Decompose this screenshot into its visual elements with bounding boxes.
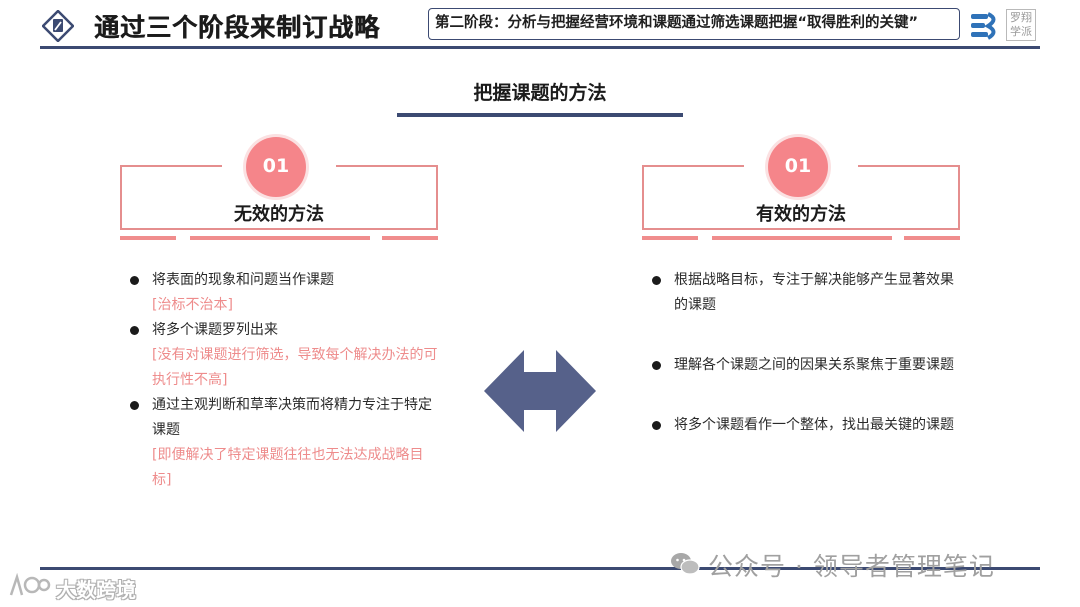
list-item: 将多个课题看作一个整体，找出最关键的课题 <box>650 413 960 438</box>
effective-method-list: 根据战略目标，专注于解决能够产生显著效果的课题 理解各个课题之间的因果关系聚焦于… <box>650 268 960 473</box>
bullet-icon <box>652 361 661 370</box>
list-item: 将多个课题罗列出来 [没有对课题进行筛选，导致每个解决办法的可执行性不高] <box>128 318 438 393</box>
list-item: 通过主观判断和草率决策而将精力专注于特定课题 [即便解决了特定课题往往也无法达成… <box>128 393 438 493</box>
brand-corner-logo-icon <box>9 573 51 596</box>
brand-logo-icon <box>971 12 996 40</box>
number-badge: 01 <box>246 137 306 197</box>
panel-title: 有效的方法 <box>756 204 846 225</box>
bullet-icon <box>130 276 139 285</box>
list-item: 根据战略目标，专注于解决能够产生显著效果的课题 <box>650 268 960 318</box>
list-item: 理解各个课题之间的因果关系聚焦于重要课题 <box>650 353 960 378</box>
watermark-text: 公众号 · 领导者管理笔记 <box>708 552 995 581</box>
ineffective-method-panel: 01 无效的方法 <box>120 137 438 241</box>
footer-divider <box>40 567 1040 570</box>
seal-stamp: 罗翔 学派 <box>1006 9 1036 41</box>
stage-label: 第二阶段：分析与把握经营环境和课题通过筛选课题把握“取得胜利的关键” <box>428 8 960 40</box>
item-note: [即便解决了特定课题往往也无法达成战略目标] <box>152 447 424 488</box>
item-note: [治标不治本] <box>152 297 233 313</box>
bullet-icon <box>130 326 139 335</box>
panel-title: 无效的方法 <box>234 204 324 225</box>
ineffective-method-list: 将表面的现象和问题当作课题 [治标不治本] 将多个课题罗列出来 [没有对课题进行… <box>128 268 438 493</box>
bullet-icon <box>130 401 139 410</box>
list-item: 将表面的现象和问题当作课题 [治标不治本] <box>128 268 438 318</box>
effective-method-panel: 01 有效的方法 <box>642 137 960 241</box>
double-arrow-icon <box>484 350 596 432</box>
header-divider <box>40 46 1040 49</box>
section-underline <box>397 113 683 117</box>
corner-brand-text: 大数跨境 <box>56 578 136 602</box>
bullet-icon <box>652 421 661 430</box>
item-note: [没有对课题进行筛选，导致每个解决办法的可执行性不高] <box>152 347 438 388</box>
section-title: 把握课题的方法 <box>473 82 607 104</box>
bullet-icon <box>652 276 661 285</box>
edit-pencil-icon <box>42 10 74 42</box>
number-badge: 01 <box>768 137 828 197</box>
page-title: 通过三个阶段来制订战略 <box>94 13 381 42</box>
wechat-icon <box>671 553 700 575</box>
